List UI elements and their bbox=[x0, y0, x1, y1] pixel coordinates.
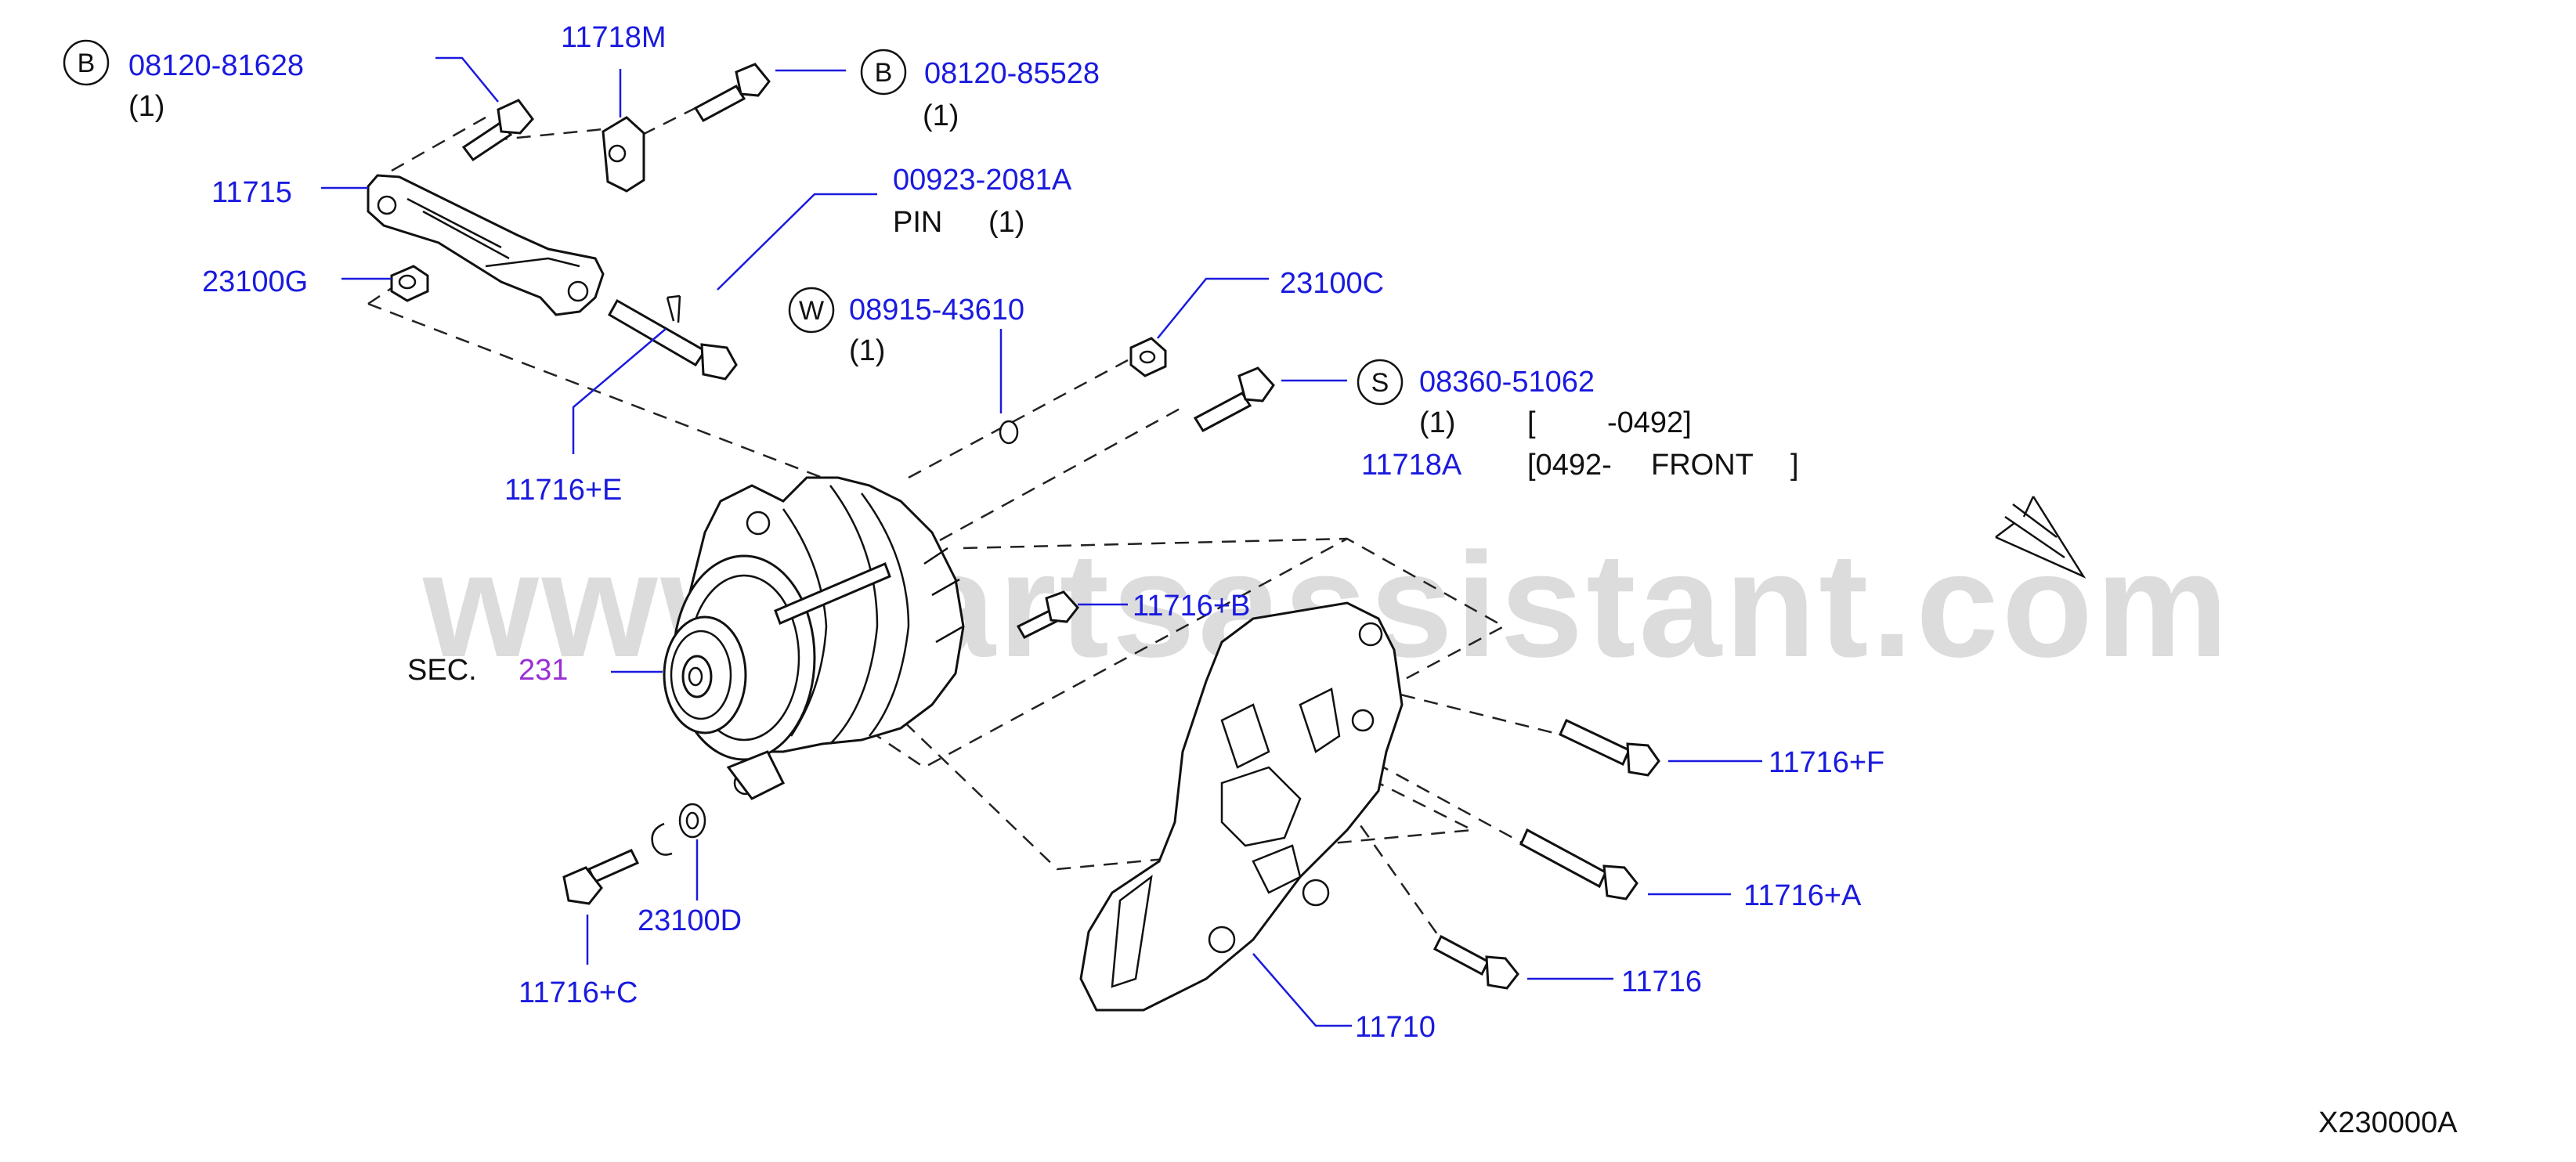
badge-b-81628: B bbox=[63, 39, 110, 86]
qty-08120-85528: (1) bbox=[923, 99, 959, 132]
label-08915-43610: 08915-43610 bbox=[849, 294, 1024, 327]
bolt-08120-85528 bbox=[693, 63, 771, 122]
label-11716-E: 11716+E bbox=[504, 474, 622, 507]
bolt-11716-A bbox=[1519, 828, 1638, 900]
nut-23100G bbox=[390, 265, 429, 302]
lock-washer bbox=[651, 822, 673, 856]
label-11716-B: 11716+B bbox=[1133, 590, 1250, 622]
label-23100G: 23100G bbox=[202, 265, 308, 298]
badge-s-51062: S bbox=[1357, 359, 1404, 406]
label-11718A: 11718A bbox=[1361, 449, 1462, 482]
range-11718A: [0492- bbox=[1527, 449, 1612, 482]
bolt-11716-C bbox=[562, 849, 640, 905]
range-open-08360-51062: [ bbox=[1527, 406, 1536, 439]
assembly-dashed-lines bbox=[367, 102, 1567, 940]
label-11716-F: 11716+F bbox=[1769, 746, 1884, 779]
qty-08360-51062: (1) bbox=[1419, 406, 1455, 439]
label-11716: 11716 bbox=[1621, 965, 1702, 998]
label-08120-81628: 08120-81628 bbox=[128, 49, 304, 82]
leader-lines bbox=[321, 56, 1762, 1027]
badge-b-85528: B bbox=[860, 49, 907, 96]
section-prefix: SEC. bbox=[407, 654, 477, 687]
svg-text:S: S bbox=[1371, 368, 1389, 398]
bolt-11716 bbox=[1433, 934, 1519, 990]
section-number: 231 bbox=[518, 654, 568, 687]
label-11716-C: 11716+C bbox=[518, 976, 638, 1009]
diagram-code: X230000A bbox=[2318, 1106, 2458, 1139]
bolt-11716-F bbox=[1559, 718, 1660, 777]
label-11718M: 11718M bbox=[561, 21, 667, 54]
svg-text:W: W bbox=[799, 296, 824, 326]
bolt-08360-51062 bbox=[1193, 366, 1275, 432]
bracket-11710 bbox=[1079, 601, 1404, 1012]
range-close-11718A: ] bbox=[1790, 449, 1799, 482]
svg-text:B: B bbox=[78, 49, 96, 78]
washer-23100D bbox=[678, 803, 706, 839]
label-23100D: 23100D bbox=[638, 904, 742, 937]
label-11716-A: 11716+A bbox=[1743, 879, 1862, 912]
badge-w-43610: W bbox=[788, 287, 835, 334]
alternator bbox=[663, 476, 965, 800]
qty-00923-2081A: (1) bbox=[988, 206, 1024, 239]
label-00923-2081A: 00923-2081A bbox=[893, 164, 1072, 197]
label-08360-51062: 08360-51062 bbox=[1419, 366, 1595, 399]
note-11718A: FRONT bbox=[1651, 449, 1754, 482]
bolt-11716-B bbox=[1016, 590, 1079, 639]
bolt-08120-81628 bbox=[461, 99, 534, 162]
svg-text:B: B bbox=[875, 58, 893, 88]
label-11710: 11710 bbox=[1355, 1011, 1436, 1044]
qty-08915-43610: (1) bbox=[849, 334, 885, 367]
label-23100C: 23100C bbox=[1280, 267, 1384, 300]
bolt-11716-E bbox=[607, 298, 738, 381]
range-08360-51062: -0492] bbox=[1607, 406, 1692, 439]
bracket-11715 bbox=[367, 174, 605, 316]
label-11715: 11715 bbox=[211, 176, 292, 209]
label-08120-85528: 08120-85528 bbox=[924, 57, 1100, 90]
nut-23100C bbox=[1129, 337, 1167, 377]
spacer-11718M bbox=[602, 116, 645, 193]
washer-08915-43610 bbox=[999, 420, 1019, 445]
desc-00923-2081A: PIN bbox=[893, 206, 942, 239]
qty-08120-81628: (1) bbox=[128, 90, 164, 123]
pin-00923-2081A bbox=[666, 294, 681, 323]
front-direction-arrow-icon bbox=[1995, 496, 2086, 579]
